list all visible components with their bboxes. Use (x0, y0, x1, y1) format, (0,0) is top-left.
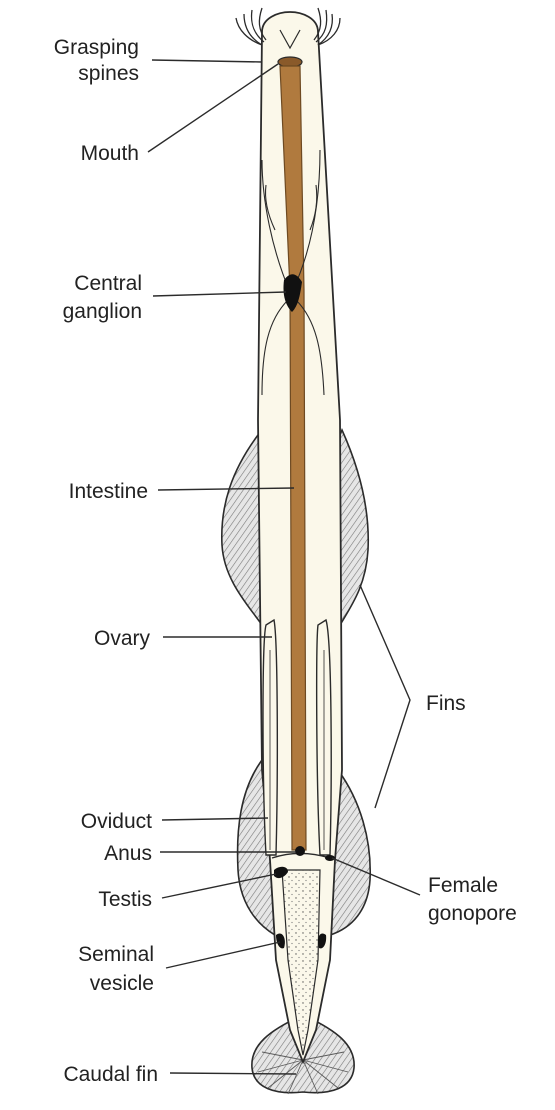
label-female-gonopore-1: Female (428, 874, 498, 897)
label-seminal-vesicle-1: Seminal (78, 943, 154, 966)
label-female-gonopore-2: gonopore (428, 902, 517, 925)
label-intestine: Intestine (69, 480, 148, 503)
label-central-ganglion-1: Central (74, 272, 142, 295)
label-grasping-spines-1: Grasping (54, 36, 139, 59)
label-fins: Fins (426, 692, 466, 715)
label-central-ganglion-2: ganglion (63, 300, 142, 323)
label-seminal-vesicle-2: vesicle (90, 972, 154, 995)
label-anus: Anus (104, 842, 152, 865)
label-testis: Testis (98, 888, 152, 911)
label-caudal-fin: Caudal fin (63, 1063, 158, 1086)
anus-shape (295, 846, 305, 856)
label-oviduct: Oviduct (81, 810, 152, 833)
label-grasping-spines-2: spines (78, 62, 139, 85)
label-mouth: Mouth (81, 142, 139, 165)
label-ovary: Ovary (94, 627, 151, 650)
